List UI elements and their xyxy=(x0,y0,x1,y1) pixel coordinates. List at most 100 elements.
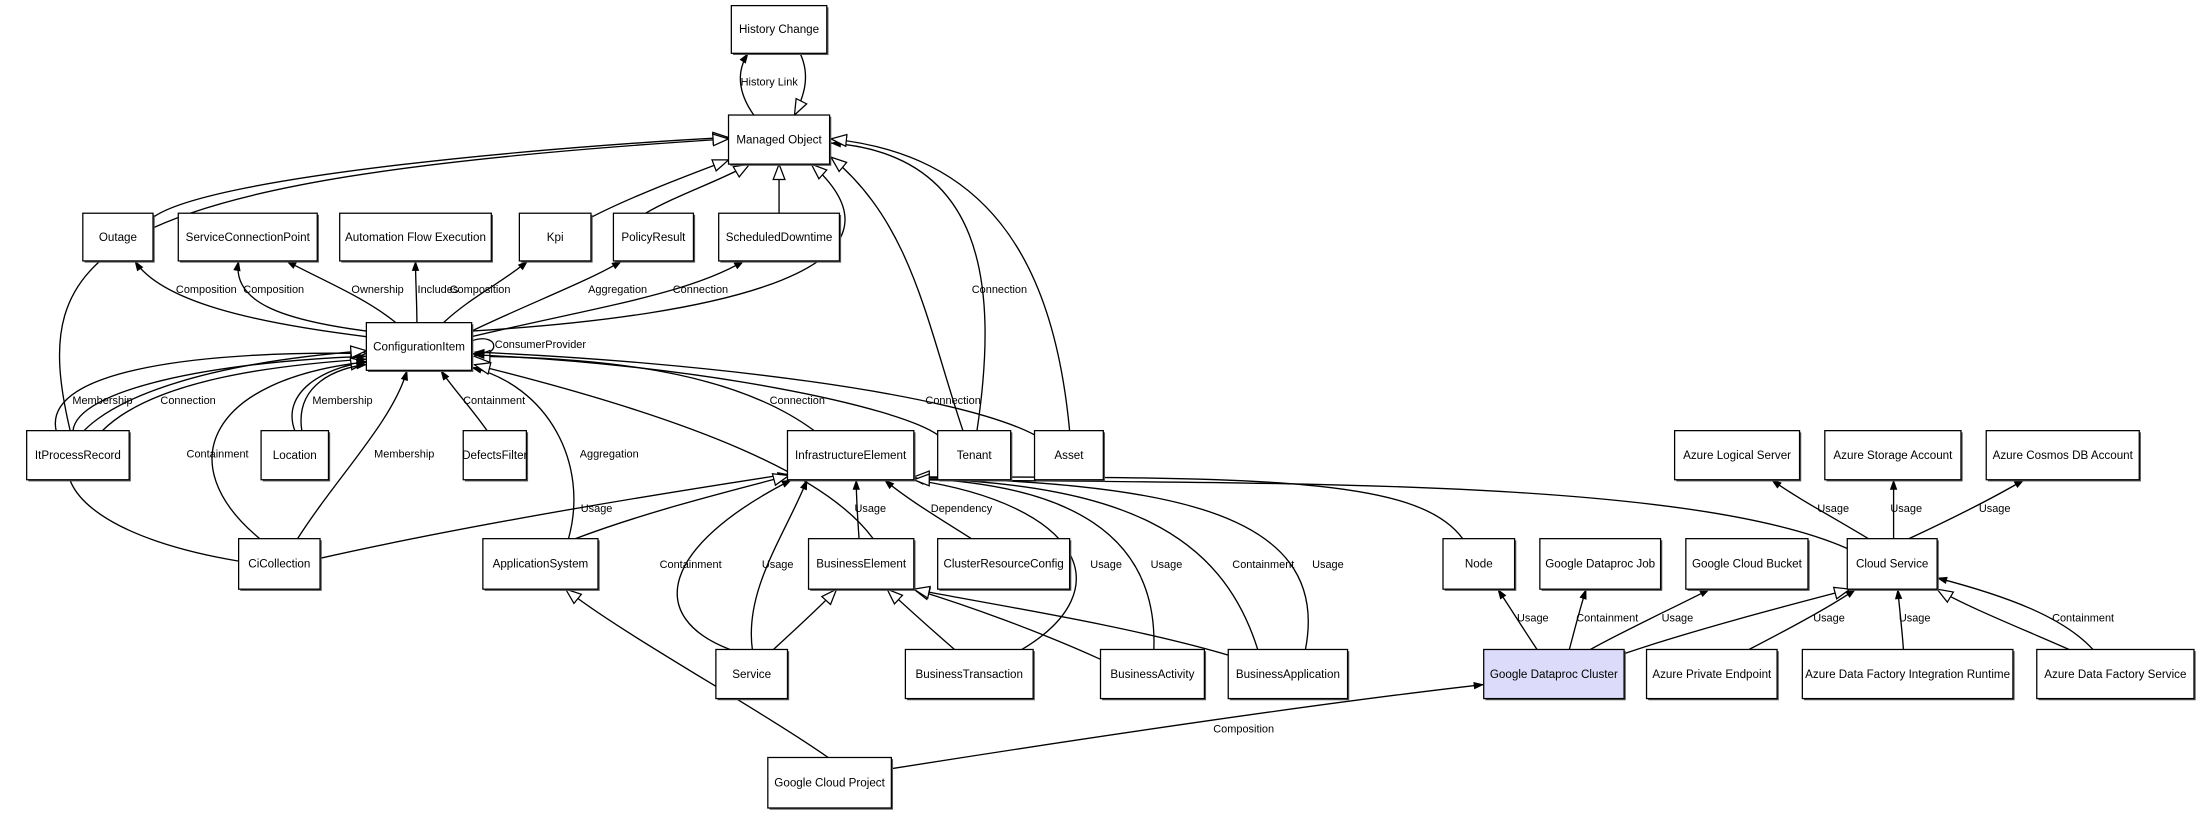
edge-label: Usage xyxy=(762,559,794,571)
node-box xyxy=(1673,430,1801,481)
association-edge xyxy=(852,479,860,539)
association-edge xyxy=(471,260,623,332)
class-node-infrastructure-element[interactable]: InfrastructureElement xyxy=(786,430,916,482)
edge-label: Connection xyxy=(925,395,980,407)
class-node-defects-filter[interactable]: DefectsFilter xyxy=(462,430,529,482)
association-edge xyxy=(471,366,575,539)
class-node-it-process-record[interactable]: ItProcessRecord xyxy=(26,430,131,482)
generalization-edge xyxy=(471,164,846,332)
class-node-business-element[interactable]: BusinessElement xyxy=(807,538,916,591)
node-label: Asset xyxy=(1054,449,1084,462)
class-node-cloud-service[interactable]: Cloud Service xyxy=(1846,538,1939,591)
association-edge xyxy=(739,52,755,116)
class-node-service[interactable]: Service xyxy=(715,648,790,701)
node-box xyxy=(727,114,831,165)
class-node-location[interactable]: Location xyxy=(260,430,331,482)
class-node-azure-storage-account[interactable]: Azure Storage Account xyxy=(1824,430,1963,482)
node-label: Azure Private Endpoint xyxy=(1652,668,1772,681)
class-node-policy-result[interactable]: PolicyResult xyxy=(612,212,696,263)
node-box xyxy=(365,322,473,371)
association-edge xyxy=(211,359,367,540)
node-label: Service xyxy=(732,668,771,681)
class-node-application-system[interactable]: ApplicationSystem xyxy=(482,538,600,591)
association-edge xyxy=(1894,588,1905,650)
class-node-asset[interactable]: Asset xyxy=(1033,430,1105,482)
class-node-business-activity[interactable]: BusinessActivity xyxy=(1099,648,1207,701)
class-node-node[interactable]: Node xyxy=(1442,538,1517,591)
class-node-business-application[interactable]: BusinessApplication xyxy=(1227,648,1350,701)
association-edge xyxy=(297,369,408,540)
node-box xyxy=(82,212,154,262)
class-node-history-change[interactable]: History Change xyxy=(730,4,829,55)
edge-label: Containment xyxy=(187,448,249,460)
generalization-edge xyxy=(474,365,874,540)
edge-label: Usage xyxy=(1890,503,1922,515)
node-box xyxy=(177,212,318,262)
class-node-tenant[interactable]: Tenant xyxy=(937,430,1013,482)
node-box xyxy=(937,538,1071,590)
class-node-automation-flow-execution[interactable]: Automation Flow Execution xyxy=(339,212,493,263)
node-label: ItProcessRecord xyxy=(35,449,121,462)
generalization-edge xyxy=(772,589,836,650)
association-edge xyxy=(1908,479,2025,540)
association-edge xyxy=(750,479,808,650)
class-node-azure-private-endpoint[interactable]: Azure Private Endpoint xyxy=(1645,648,1779,701)
node-label: Azure Data Factory Service xyxy=(2044,668,2186,681)
edge-label: Connection xyxy=(770,395,825,407)
edge-label: ConsumerProvider xyxy=(495,339,587,351)
edge-label: Usage xyxy=(1899,613,1931,625)
node-box xyxy=(462,430,528,481)
association-edge xyxy=(891,681,1485,770)
generalization-edge xyxy=(645,164,750,214)
class-node-kpi[interactable]: Kpi xyxy=(518,212,593,263)
generalization-edge xyxy=(590,160,729,219)
node-box xyxy=(612,212,695,262)
class-node-cluster-resource-config[interactable]: ClusterResourceConfig xyxy=(937,538,1072,591)
class-node-azure-data-factory-service[interactable]: Azure Data Factory Service xyxy=(2036,648,2196,701)
class-node-google-dataproc-job[interactable]: Google Dataproc Job xyxy=(1539,538,1663,591)
class-node-scheduled-downtime[interactable]: ScheduledDowntime xyxy=(718,212,842,263)
node-label: Azure Logical Server xyxy=(1683,449,1791,462)
edge-label: Connection xyxy=(673,284,728,296)
association-edge xyxy=(1590,588,1711,651)
class-node-service-connection-point[interactable]: ServiceConnectionPoint xyxy=(177,212,319,263)
class-node-configuration-item[interactable]: ConfigurationItem xyxy=(365,322,474,373)
class-node-azure-cosmos-db-account[interactable]: Azure Cosmos DB Account xyxy=(1985,430,2141,482)
edge-label: Connection xyxy=(972,284,1027,296)
class-node-ci-collection[interactable]: CiCollection xyxy=(237,538,322,591)
edge-label: Containment xyxy=(660,559,722,571)
node-box xyxy=(1442,538,1516,590)
edge-label: Composition xyxy=(243,284,304,296)
node-label: Managed Object xyxy=(736,133,822,146)
node-label: ScheduledDowntime xyxy=(726,231,833,244)
class-node-business-transaction[interactable]: BusinessTransaction xyxy=(904,648,1035,701)
edge-label: Composition xyxy=(1213,723,1274,735)
edge-label: Ownership xyxy=(351,284,403,296)
generalization-edge xyxy=(831,157,964,431)
node-label: BusinessApplication xyxy=(1236,668,1340,681)
class-node-outage[interactable]: Outage xyxy=(82,212,155,263)
node-label: Azure Storage Account xyxy=(1833,449,1953,462)
node-label: BusinessElement xyxy=(816,558,907,571)
edge-label: Containment xyxy=(2052,613,2114,625)
class-node-google-cloud-bucket[interactable]: Google Cloud Bucket xyxy=(1685,538,1810,591)
class-node-azure-logical-server[interactable]: Azure Logical Server xyxy=(1673,430,1802,482)
node-label: Automation Flow Execution xyxy=(345,231,486,244)
node-label: CiCollection xyxy=(248,558,310,571)
class-node-google-dataproc-cluster[interactable]: Google Dataproc Cluster xyxy=(1483,648,1626,701)
node-box xyxy=(937,430,1012,481)
edge-label: Containment xyxy=(1232,559,1294,571)
node-box xyxy=(260,430,330,481)
node-label: BusinessActivity xyxy=(1110,668,1194,681)
class-node-google-cloud-project[interactable]: Google Cloud Project xyxy=(767,756,894,810)
class-node-managed-object[interactable]: Managed Object xyxy=(727,114,832,166)
generalization-edge xyxy=(575,476,789,540)
node-box xyxy=(1824,430,1962,481)
node-label: BusinessTransaction xyxy=(915,668,1023,681)
class-node-azure-data-factory-integration-runtime[interactable]: Azure Data Factory Integration Runtime xyxy=(1801,648,2015,701)
edge-label: Membership xyxy=(374,448,434,460)
association-edge xyxy=(676,479,793,651)
node-box xyxy=(518,212,592,262)
node-label: Google Dataproc Job xyxy=(1545,558,1655,571)
